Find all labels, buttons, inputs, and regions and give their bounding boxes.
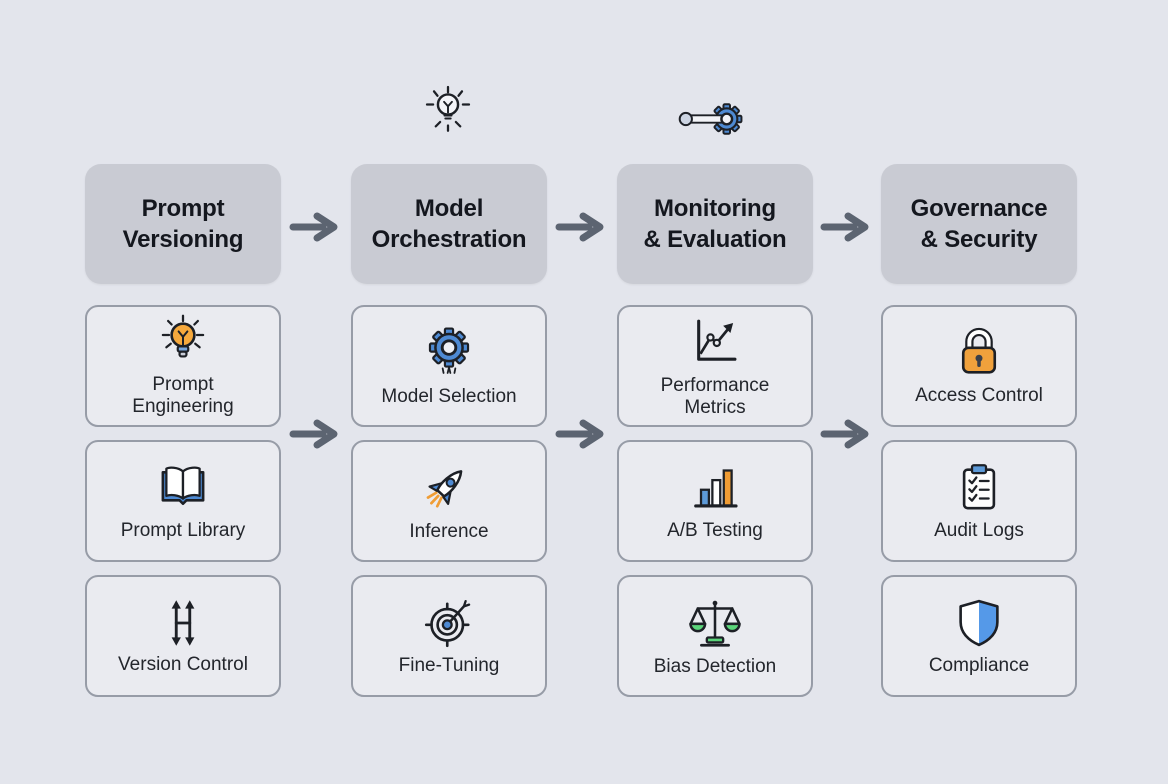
version-arrows-icon bbox=[156, 596, 210, 650]
gear-icon bbox=[420, 324, 478, 382]
card-label: A/B Testing bbox=[667, 519, 763, 541]
idea-bulb-icon bbox=[420, 84, 476, 151]
card-label: Version Control bbox=[118, 653, 248, 675]
open-book-icon bbox=[154, 460, 212, 516]
header-label: Monitoring & Evaluation bbox=[643, 194, 787, 253]
flow-arrow-icon bbox=[289, 209, 343, 245]
card-prompt-engineering: Prompt Engineering bbox=[85, 305, 281, 427]
flow-arrow-icon bbox=[289, 416, 343, 452]
bar-chart-icon bbox=[687, 460, 743, 516]
target-icon bbox=[421, 595, 477, 651]
card-performance-metrics: Performance Metrics bbox=[617, 305, 813, 427]
card-inference: Inference bbox=[351, 440, 547, 562]
line-chart-icon bbox=[686, 313, 744, 371]
padlock-icon bbox=[951, 325, 1007, 381]
card-label: Access Control bbox=[915, 384, 1043, 406]
card-fine-tuning: Fine-Tuning bbox=[351, 575, 547, 697]
header-model-orchestration: Model Orchestration bbox=[351, 164, 547, 284]
balance-scale-icon bbox=[686, 594, 744, 652]
flow-arrow-icon bbox=[820, 209, 874, 245]
rocket-icon bbox=[420, 459, 478, 517]
shield-icon bbox=[951, 595, 1007, 651]
header-label: Model Orchestration bbox=[371, 194, 527, 253]
card-bias-detection: Bias Detection bbox=[617, 575, 813, 697]
header-governance-security: Governance & Security bbox=[881, 164, 1077, 284]
card-label: Inference bbox=[409, 520, 489, 542]
card-audit-logs: Audit Logs bbox=[881, 440, 1077, 562]
card-version-control: Version Control bbox=[85, 575, 281, 697]
gear-lever-icon bbox=[676, 95, 748, 148]
card-ab-testing: A/B Testing bbox=[617, 440, 813, 562]
card-label: Audit Logs bbox=[934, 519, 1024, 541]
card-access-control: Access Control bbox=[881, 305, 1077, 427]
card-compliance: Compliance bbox=[881, 575, 1077, 697]
flow-arrow-icon bbox=[820, 416, 874, 452]
card-model-selection: Model Selection bbox=[351, 305, 547, 427]
flow-arrow-icon bbox=[555, 416, 609, 452]
card-label: Prompt Engineering bbox=[132, 373, 234, 417]
card-label: Compliance bbox=[928, 654, 1030, 676]
header-label: Governance & Security bbox=[910, 194, 1048, 253]
flow-arrow-icon bbox=[555, 209, 609, 245]
clipboard-icon bbox=[951, 460, 1007, 516]
card-prompt-library: Prompt Library bbox=[85, 440, 281, 562]
card-label: Performance Metrics bbox=[660, 374, 770, 418]
header-label: Prompt Versioning bbox=[122, 194, 244, 253]
card-label: Bias Detection bbox=[653, 655, 777, 677]
header-monitoring-evaluation: Monitoring & Evaluation bbox=[617, 164, 813, 284]
lightbulb-icon bbox=[155, 314, 211, 370]
card-label: Prompt Library bbox=[120, 519, 246, 541]
card-label: Fine-Tuning bbox=[398, 654, 500, 676]
card-label: Model Selection bbox=[381, 385, 517, 407]
header-prompt-versioning: Prompt Versioning bbox=[85, 164, 281, 284]
